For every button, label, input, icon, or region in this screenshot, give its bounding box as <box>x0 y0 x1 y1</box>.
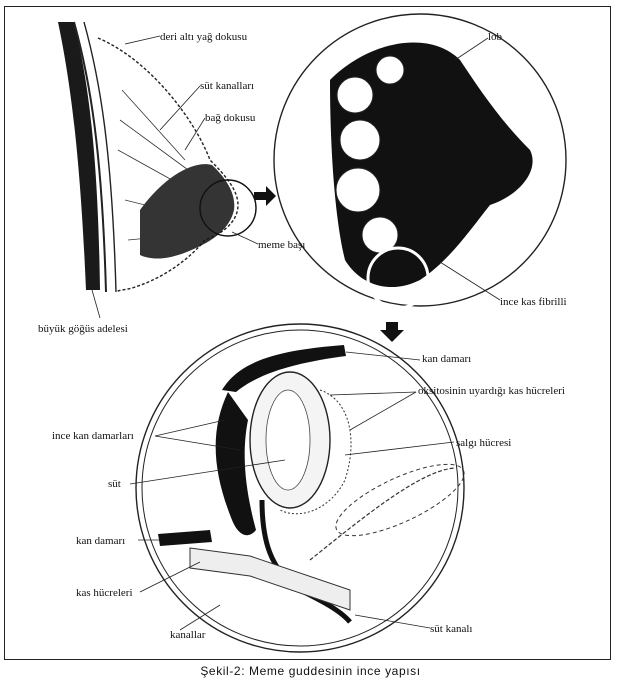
arrow-down-icon <box>380 322 404 342</box>
label-kan-damari-top: kan damarı <box>422 353 471 365</box>
label-ince-kan-damarlari: ince kan damarları <box>52 430 134 442</box>
lobe-magnified <box>273 13 567 342</box>
blood-vessel-top <box>222 345 346 392</box>
blood-vessel-left <box>158 530 212 546</box>
label-sut: süt <box>108 478 121 490</box>
myoepithelial-cells <box>279 389 352 515</box>
label-oksitosinin: oksitosinin uyardığı kas hücreleri <box>418 385 565 397</box>
breast-outline <box>97 37 239 293</box>
label-kas-hucreleri: kas hücreleri <box>76 587 133 599</box>
figure-frame <box>4 6 611 660</box>
duct-loop <box>335 463 465 537</box>
gland-tissue <box>140 164 235 259</box>
label-bag-dokusu: bağ dokusu <box>205 112 256 124</box>
alveolus-circle-outer <box>135 323 465 653</box>
nipple-highlight-circle <box>199 179 257 237</box>
chest-muscle <box>58 22 100 290</box>
lobe-circle <box>273 13 567 307</box>
lobule-5 <box>375 55 405 85</box>
label-ince-kas-fibrilleri: ince kas fibrilli <box>500 296 567 308</box>
capillary-network <box>215 392 256 536</box>
lobule-3 <box>335 167 381 213</box>
label-deri-alti-yag-dokusu: deri altı yağ dokusu <box>160 31 248 43</box>
ducts-lines <box>117 89 196 241</box>
lobule-2 <box>339 119 381 161</box>
breast-cross-section <box>58 21 276 293</box>
label-sut-kanallari: süt kanalları <box>200 80 254 92</box>
beaded-duct <box>309 467 456 561</box>
figure-caption: Şekil-2: Meme guddesinin ince yapısı <box>200 664 421 678</box>
label-kanallar: kanallar <box>170 629 206 641</box>
alveolus-detail <box>135 323 465 653</box>
muscle-fibril-highlight <box>366 246 430 310</box>
chest-wall-line <box>73 21 107 293</box>
leader-lines <box>91 35 501 631</box>
arrow-right-icon <box>254 186 276 206</box>
label-meme-basi: meme başı <box>258 239 305 251</box>
label-kan-damari-left: kan damarı <box>76 535 125 547</box>
label-lob: lob <box>488 31 503 43</box>
label-sut-kanali: süt kanalı <box>430 623 472 635</box>
muscle-cell-block <box>189 547 351 611</box>
label-buyuk-gogus-adelesi: büyük göğüs adelesi <box>38 323 128 335</box>
lobule-1 <box>336 76 374 114</box>
milk-lumen <box>265 389 311 491</box>
label-salgi-hucresi: salgı hücresi <box>456 437 511 449</box>
alveolus-circle-inner <box>141 329 459 647</box>
chest-wall-line-2 <box>83 21 117 293</box>
